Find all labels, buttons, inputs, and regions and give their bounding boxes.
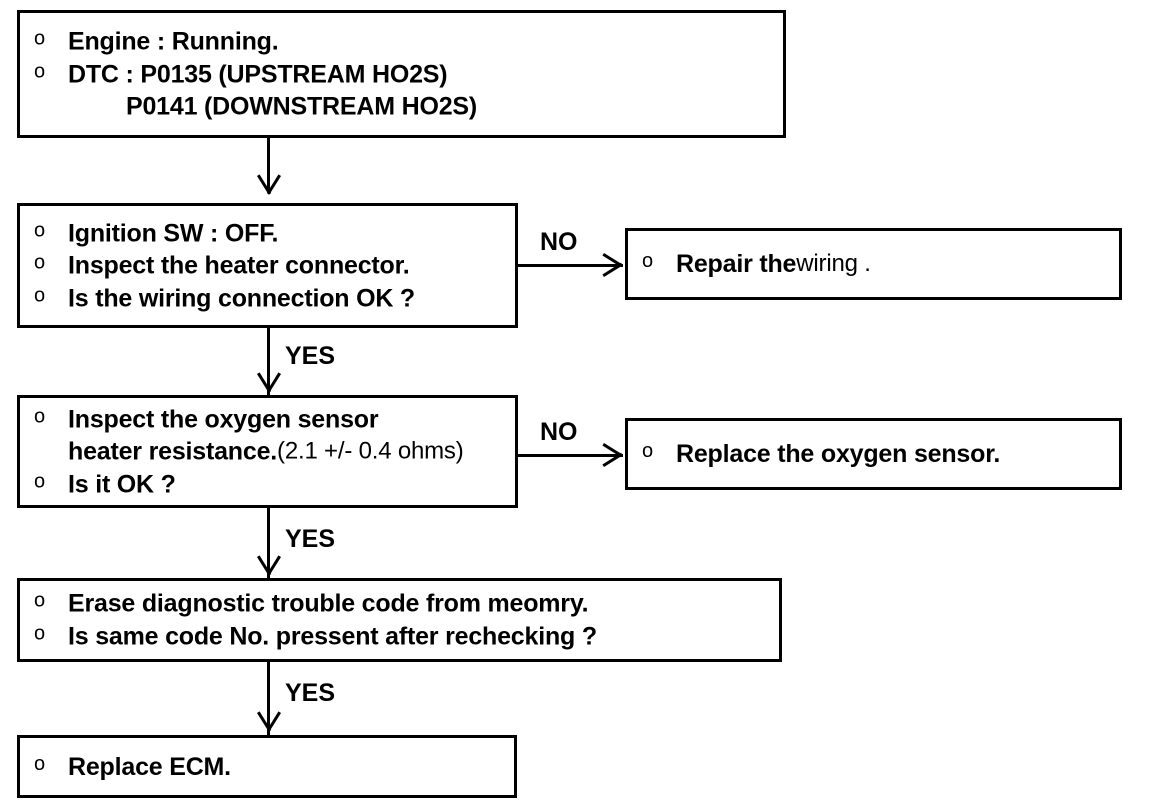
bullet-marker: o [34, 752, 46, 775]
bullet-line: heater resistance. (2.1 +/- 0.4 ohms) [34, 435, 509, 468]
bullet-line: o Erase diagnostic trouble code from meo… [34, 588, 773, 621]
decision-box-erase-code: o Erase diagnostic trouble code from meo… [17, 578, 782, 662]
connector-line [267, 328, 270, 395]
bullet-marker: o [34, 622, 46, 644]
bullet-marker: o [34, 283, 46, 306]
connector-line [267, 138, 270, 190]
action-box-replace-oxygen-sensor: o Replace the oxygen sensor. [625, 418, 1122, 490]
line-text: Engine : Running. [68, 27, 279, 56]
action-box-replace-ecm: o Replace ECM. [17, 735, 517, 798]
bullet-marker: o [34, 589, 46, 612]
bullet-marker: o [34, 469, 46, 492]
bullet-line: o DTC : P0135 (UPSTREAM HO2S) [34, 58, 777, 91]
line-text: Is it OK ? [68, 469, 176, 498]
action-box-repair-wiring: o Repair the wiring . [625, 228, 1122, 300]
bullet-marker: o [34, 404, 46, 427]
line-text: Is the wiring connection OK ? [68, 283, 415, 312]
connector-line [518, 454, 623, 457]
connector-line [267, 662, 270, 735]
bullet-line: o Repair the wiring . [642, 248, 1113, 281]
bullet-line: o Replace ECM. [34, 750, 508, 783]
bullet-line: o Is it OK ? [34, 468, 509, 501]
arrowhead-right-icon [604, 252, 626, 278]
line-text: Replace the oxygen sensor. [676, 439, 1001, 468]
bullet-line: o Is the wiring connection OK ? [34, 282, 509, 315]
line-text: Erase diagnostic trouble code from meomr… [68, 589, 589, 618]
edge-label-yes: YES [285, 525, 336, 553]
decision-box-wiring: o Ignition SW : OFF. o Inspect the heate… [17, 203, 518, 328]
bullet-line: o Engine : Running. [34, 25, 777, 58]
line-text: heater resistance. [68, 437, 278, 466]
line-text: Ignition SW : OFF. [68, 218, 279, 247]
arrowhead-right-icon [604, 442, 626, 468]
bullet-line: o Is same code No. pressent after rechec… [34, 620, 773, 653]
bullet-line: P0141 (DOWNSTREAM HO2S) [34, 90, 777, 123]
bullet-marker: o [34, 218, 46, 241]
bullet-line: o Ignition SW : OFF. [34, 217, 509, 250]
bullet-line: o Inspect the oxygen sensor [34, 403, 509, 436]
connector-line [518, 264, 623, 267]
edge-label-yes: YES [285, 679, 336, 707]
line-text: Is same code No. pressent after rechecki… [68, 622, 597, 650]
line-text: Inspect the oxygen sensor [68, 404, 379, 433]
bullet-marker: o [34, 27, 46, 50]
condition-box: o Engine : Running. o DTC : P0135 (UPSTR… [17, 10, 786, 138]
bullet-marker: o [642, 249, 654, 272]
arrowhead-down-icon [256, 713, 282, 735]
bullet-marker: o [642, 439, 654, 462]
bullet-line: o Inspect the heater connector. [34, 249, 509, 282]
line-text: Repair the [676, 249, 797, 278]
arrowhead-down-icon [256, 176, 282, 198]
arrowhead-down-icon [256, 374, 282, 396]
resistance-spec: (2.1 +/- 0.4 ohms) [277, 437, 464, 465]
edge-label-no: NO [540, 228, 578, 256]
arrowhead-down-icon [256, 557, 282, 579]
connector-line [267, 508, 270, 578]
line-text: Inspect the heater connector. [68, 251, 410, 280]
line-text: P0141 (DOWNSTREAM HO2S) [126, 92, 478, 121]
bullet-marker: o [34, 59, 46, 82]
bullet-line: o Replace the oxygen sensor. [642, 438, 1113, 471]
bullet-marker: o [34, 251, 46, 274]
line-text: Replace ECM. [68, 752, 231, 781]
line-text: DTC : P0135 (UPSTREAM HO2S) [68, 59, 448, 88]
line-text-secondary: wiring . [796, 249, 871, 277]
edge-label-yes: YES [285, 342, 336, 370]
edge-label-no: NO [540, 418, 578, 446]
decision-box-resistance: o Inspect the oxygen sensor heater resis… [17, 395, 518, 508]
